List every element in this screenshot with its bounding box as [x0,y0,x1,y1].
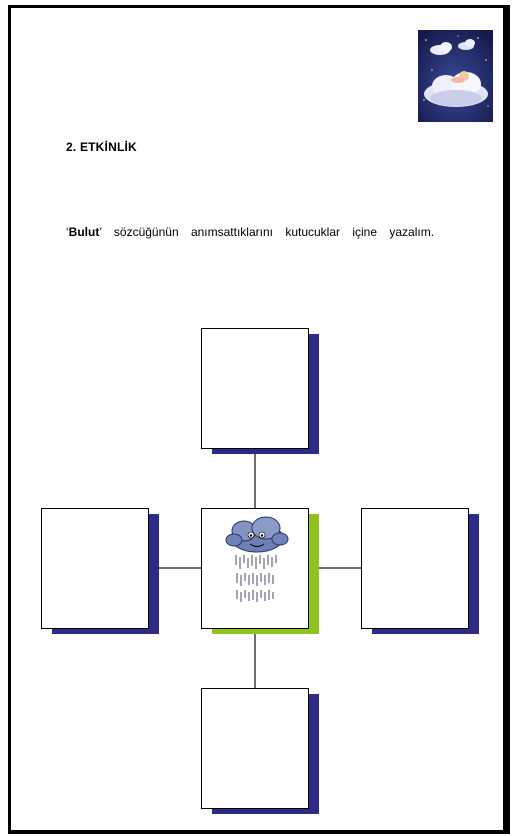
activity-instruction: ‘Bulut’ sözcüğünün anımsattıklarını kutu… [66,225,436,239]
left-answer-box[interactable] [41,508,149,629]
connector-bottom [254,628,256,690]
center-box [201,508,309,629]
bottom-answer-box[interactable] [201,688,309,809]
instruction-keyword: Bulut [69,225,100,239]
rain-cloud-icon [222,513,292,608]
night-sky-cloud-icon [418,30,493,122]
top-answer-box[interactable] [201,328,309,449]
activity-title: 2. ETKİNLİK [66,140,137,154]
connector-top [254,448,256,510]
instruction-text: sözcüğünün anımsattıklarını kutucuklar i… [102,225,434,239]
right-answer-box[interactable] [361,508,469,629]
